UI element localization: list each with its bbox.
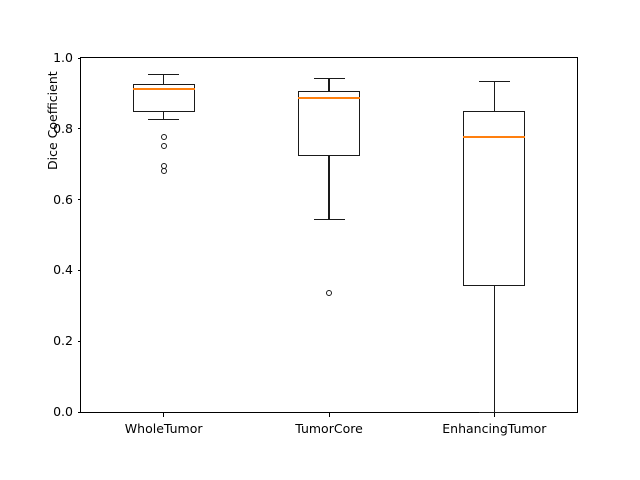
box-iqr [298, 90, 360, 157]
boxplot-tumorcore [81, 58, 577, 412]
boxplot-wholetumor [81, 58, 577, 412]
y-tick-label: 1.0 [53, 50, 73, 65]
x-tick-label: TumorCore [295, 421, 363, 436]
box-iqr [132, 84, 195, 113]
y-tick-label: 0.2 [53, 333, 73, 349]
x-tick-mark [493, 413, 495, 417]
whisker-lower [163, 112, 165, 119]
boxplot-enhancingtumor [81, 58, 577, 414]
cap-lower [313, 219, 345, 221]
cap-lower [478, 412, 510, 414]
cap-upper [478, 81, 510, 83]
whisker-lower [493, 286, 495, 412]
median-line [463, 136, 526, 138]
y-tick-mark [77, 411, 81, 413]
outlier-marker [160, 142, 167, 149]
cap-lower [148, 118, 180, 120]
y-axis-label: Dice Coefficient [45, 71, 60, 170]
x-tick-label: WholeTumor [124, 421, 203, 436]
whisker-upper [493, 81, 495, 112]
cap-upper [148, 73, 180, 76]
box-iqr [463, 111, 526, 287]
y-tick-label: 0.0 [53, 404, 73, 419]
outlier-marker [326, 290, 332, 297]
plot-area: 0.0 0.2 0.4 0.6 0.8 1.0 WholeTumor TumorCore En… [45, 50, 578, 436]
whisker-upper [163, 73, 165, 85]
outlier-marker [160, 167, 167, 174]
x-tick-mark [163, 413, 165, 417]
median-line [298, 97, 360, 99]
y-tick-mark [77, 340, 81, 342]
outlier-marker [160, 133, 167, 140]
y-tick-mark [77, 57, 81, 59]
cap-upper [313, 77, 345, 79]
whisker-lower [328, 156, 330, 220]
y-tick-mark [77, 269, 81, 271]
y-tick-mark [77, 128, 81, 130]
median-line [132, 88, 195, 90]
x-tick-label: EnhancingTumor [442, 421, 547, 436]
y-tick-label: 0.4 [53, 262, 73, 278]
y-tick-mark [77, 199, 81, 201]
y-tick-label: 0.8 [53, 120, 73, 136]
x-tick-mark [328, 413, 330, 417]
whisker-upper [328, 77, 330, 91]
y-tick-label: 0.6 [53, 191, 73, 207]
